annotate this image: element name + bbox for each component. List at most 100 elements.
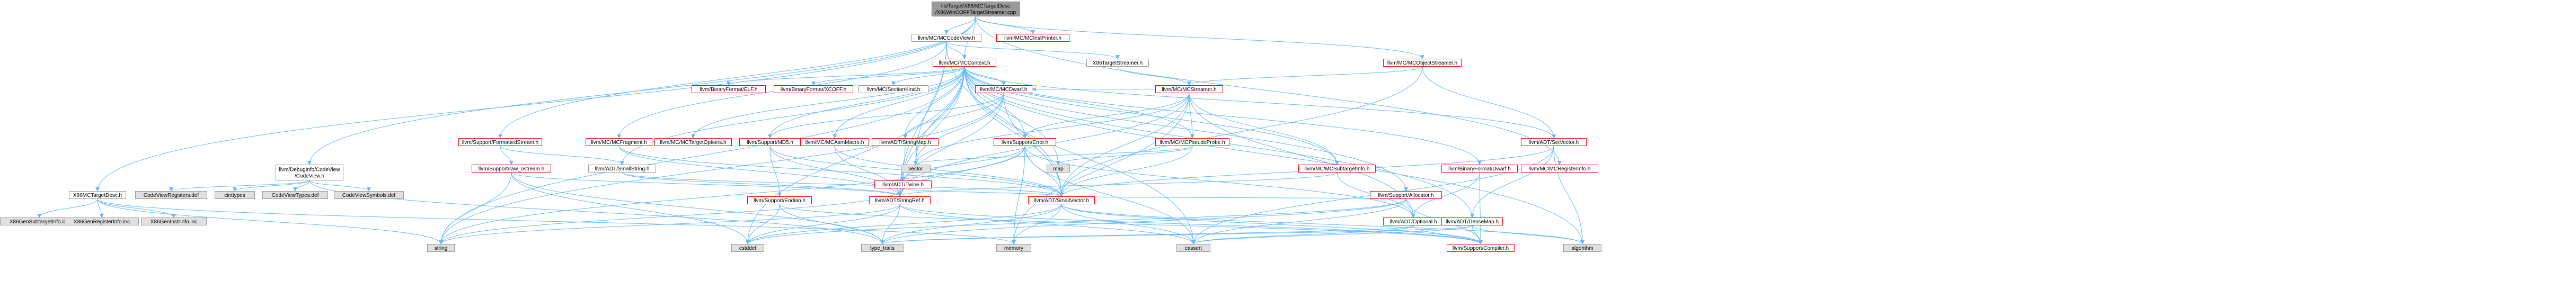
- edge-n31-n47: [1061, 204, 1584, 244]
- node-llvm-mc-mcregisterinfo-h[interactable]: llvm/MC/MCRegisterInfo.h: [1521, 165, 1598, 173]
- node-codeviewregisters-def: CodeViewRegisters.def: [135, 191, 207, 199]
- node-label: llvm/Support/Endian.h: [754, 198, 805, 204]
- edge-n05-n23: [964, 66, 1339, 165]
- edge-n09-n27: [500, 146, 624, 165]
- node-label: CodeViewSymbols.def: [342, 193, 396, 198]
- node-llvm-adt-optional-h[interactable]: llvm/ADT/Optional.h: [1383, 218, 1444, 225]
- node-llvm-binaryformat-elf-h[interactable]: llvm/BinaryFormat/ELF.h: [692, 85, 766, 93]
- edge-n19-n32: [1024, 146, 1415, 218]
- edge-n24-n43: [746, 198, 1406, 244]
- edge-n21-n33: [1470, 146, 1554, 218]
- node-llvm-adt-smallstring-h[interactable]: llvm/ADT/SmallString.h: [588, 165, 656, 173]
- node-box: [276, 165, 343, 180]
- node-llvm-mc-mcobjectstreamer-h[interactable]: llvm/MC/MCObjectStreamer.h: [1383, 59, 1462, 67]
- node-root-file: lib/Target/X86/MCTargetDesc/X86WinCOFFTa…: [932, 2, 1020, 16]
- edge-n03-n07: [1187, 66, 1423, 86]
- node-type-traits: type_traits: [861, 244, 904, 252]
- node-label: llvm/ADT/SetVector.h: [1529, 140, 1579, 146]
- node-label: /CodeView.h: [295, 174, 324, 179]
- edge-n01-n06: [946, 41, 1120, 59]
- node-label: llvm/Support/Allocator.h: [1378, 193, 1433, 198]
- edge-n10-n31: [618, 146, 1064, 197]
- edge-n05-n12: [811, 66, 965, 86]
- edge-n31-n45: [1012, 204, 1062, 244]
- node-llvm-adt-twine-h[interactable]: llvm/ADT/Twine.h: [874, 180, 932, 188]
- node-box: [262, 191, 328, 199]
- node-llvm-support-formattedstream-h[interactable]: llvm/Support/FormattedStream.h: [458, 138, 542, 146]
- node-map: map: [1047, 165, 1070, 173]
- node-box: [1176, 244, 1210, 252]
- node-llvm-support-error-h[interactable]: llvm/Support/Error.h: [994, 138, 1056, 146]
- edge-n05-n46: [964, 66, 1196, 244]
- node-x86mctargetdesc-h[interactable]: X86MCTargetDesc.h: [69, 191, 126, 199]
- node-label: llvm/BinaryFormat/ELF.h: [700, 87, 758, 93]
- node-box: [1155, 138, 1229, 146]
- node-label: cassert: [1185, 246, 1202, 251]
- node-label: llvm/Support/Compiler.h: [1453, 246, 1509, 251]
- edge-n29-n44: [779, 204, 884, 244]
- node-label: cstddef: [739, 246, 756, 251]
- node-llvm-support-compiler-h[interactable]: llvm/Support/Compiler.h: [1447, 244, 1515, 252]
- node-label: cinttypes: [224, 193, 245, 198]
- node-llvm-mc-mcsubtargetinfo-h[interactable]: llvm/MC/MCSubtargetInfo.h: [1298, 165, 1376, 173]
- edge-n05-n18: [903, 66, 965, 139]
- edge-root-n09: [498, 16, 976, 139]
- edge-n31-n43: [746, 204, 1062, 244]
- edge-n31-n46: [1061, 204, 1196, 244]
- edge-n16-n29: [769, 146, 782, 197]
- node-llvm-adt-stringref-h[interactable]: llvm/ADT/StringRef.h: [869, 196, 931, 204]
- node-llvm-support-md5-h[interactable]: llvm/Support/MD5.h: [739, 138, 801, 146]
- node-label: X86MCTargetDesc.h: [73, 193, 122, 198]
- node-box: [869, 196, 931, 204]
- node-label: X86TargetStreamer.h: [1093, 60, 1143, 66]
- node-llvm-mc-mctargetoptions-h[interactable]: llvm/MC/MCTargetOptions.h: [654, 138, 732, 146]
- node-label: vector: [908, 166, 923, 172]
- node-llvm-mc-mcfragment-h[interactable]: llvm/MC/MCFragment.h: [586, 138, 652, 146]
- edge-n21-n47: [1553, 146, 1584, 244]
- node-box: [975, 85, 1032, 93]
- node-llvm-mc-mccodeview-h[interactable]: llvm/MC/MCCodeView.h: [911, 34, 981, 42]
- node-llvm-adt-setvector-h[interactable]: llvm/ADT/SetVector.h: [1521, 138, 1587, 146]
- edge-n28-n41: [97, 198, 176, 218]
- node-llvm-mc-mcasmmacro-h[interactable]: llvm/MC/MCAsmMacro.h: [800, 138, 869, 146]
- node-label: llvm/BinaryFormat/XCOFF.h: [781, 87, 846, 93]
- node-llvm-adt-stringmap-h[interactable]: llvm/ADT/StringMap.h: [872, 138, 939, 146]
- node-cinttypes: cinttypes: [215, 191, 255, 199]
- edge-n31-n44: [880, 204, 1062, 244]
- edge-n26-n44: [511, 172, 884, 244]
- node-llvm-binaryformat-dwarf-h[interactable]: llvm/BinaryFormat/Dwarf.h: [1441, 165, 1518, 173]
- edges-layer: [37, 16, 1584, 244]
- node-llvm-support-endian-h[interactable]: llvm/Support/Endian.h: [747, 196, 812, 204]
- node-box: [1370, 191, 1442, 199]
- node-llvm-adt-smallvector-h[interactable]: llvm/ADT/SmallVector.h: [1028, 196, 1095, 204]
- node-x86targetstreamer-h[interactable]: X86TargetStreamer.h: [1086, 59, 1149, 67]
- node-llvm-support-allocator-h[interactable]: llvm/Support/Allocator.h: [1370, 191, 1442, 199]
- node-label: X86GenInstrInfo.inc: [151, 219, 197, 225]
- edge-n27-n31: [622, 172, 1064, 197]
- node-llvm-mc-mcdwarf-h[interactable]: llvm/MC/MCDwarf.h: [975, 85, 1032, 93]
- node-llvm-debuginfo-codeview-codeview-h[interactable]: llvm/DebugInfo/CodeView/CodeView.h: [276, 165, 343, 180]
- node-llvm-mc-mccontext-h[interactable]: llvm/MC/MCContext.h: [933, 59, 996, 67]
- edge-n05-n48: [914, 66, 965, 165]
- edge-n29-n34: [779, 204, 1483, 244]
- node-label: string: [435, 246, 447, 251]
- node-box: [1521, 138, 1587, 146]
- node-box: [1441, 165, 1518, 173]
- node-llvm-mc-mcpseudoprobe-h[interactable]: llvm/MC/MCPseudoProbe.h: [1155, 138, 1229, 146]
- node-llvm-mc-mcinstprinter-h[interactable]: llvm/MC/MCInstPrinter.h: [996, 34, 1069, 42]
- node-llvm-binaryformat-xcoff-h[interactable]: llvm/BinaryFormat/XCOFF.h: [774, 85, 853, 93]
- node-llvm-adt-densemap-h[interactable]: llvm/ADT/DenseMap.h: [1441, 218, 1503, 225]
- node-llvm-mc-sectionkind-h[interactable]: llvm/MC/SectionKind.h: [858, 85, 928, 93]
- node-box: [933, 59, 996, 67]
- edge-n27-n30: [622, 172, 902, 197]
- node-llvm-support-raw-ostream-h[interactable]: llvm/Support/raw_ostream.h: [472, 165, 551, 173]
- edge-n19-n46: [1024, 146, 1196, 244]
- edge-n30-n44: [880, 204, 900, 244]
- edge-n10-n30: [618, 146, 902, 197]
- node-box: [874, 180, 932, 188]
- node-label: llvm/Support/Error.h: [1002, 140, 1048, 146]
- edge-n06-n07: [1117, 66, 1191, 86]
- node-llvm-mc-mcstreamer-h[interactable]: llvm/MC/MCStreamer.h: [1155, 85, 1223, 93]
- edge-n28-n45: [97, 198, 1016, 244]
